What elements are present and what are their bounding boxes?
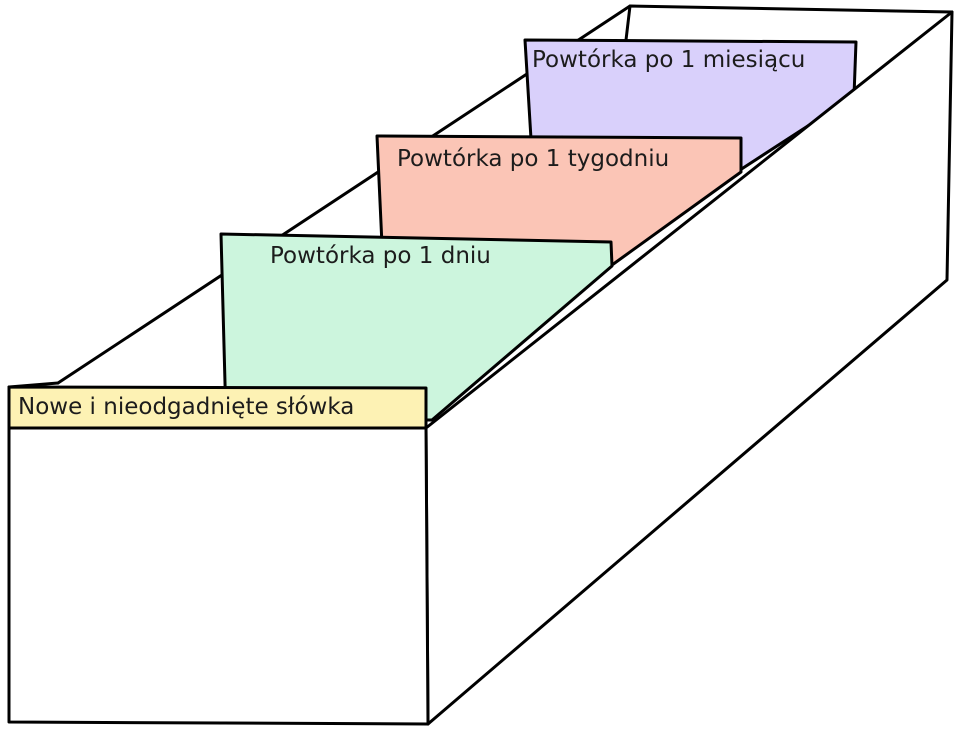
card-new: Nowe i nieodgadnięte słówka — [7, 385, 428, 430]
card-day-label: Powtórka po 1 dniu — [270, 243, 491, 269]
card-month-label: Powtórka po 1 miesiącu — [532, 47, 805, 73]
box-back-edge — [624, 4, 632, 42]
card-new-label: Nowe i nieodgadnięte słówka — [18, 394, 354, 420]
box-rim-left — [7, 381, 60, 389]
card-week-label: Powtórka po 1 tygodniu — [397, 146, 669, 172]
box-front-wall — [7, 424, 430, 726]
